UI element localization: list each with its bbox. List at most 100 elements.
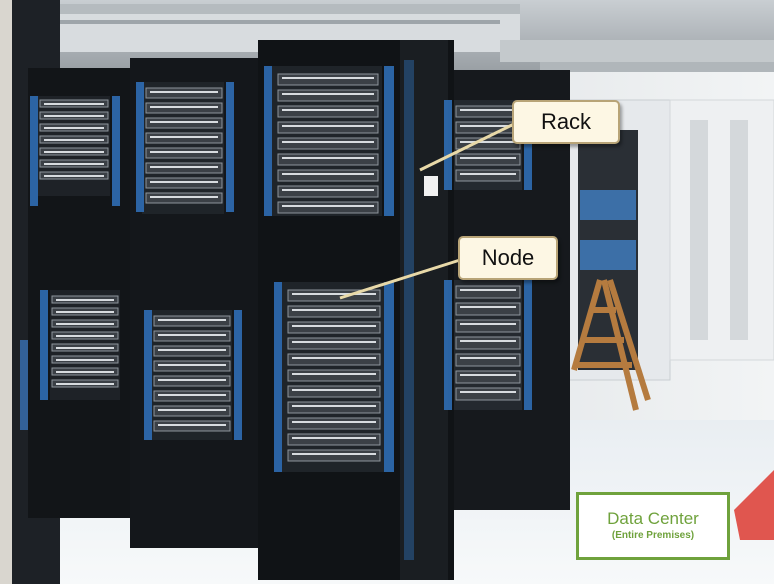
server-unit [277, 89, 379, 102]
server-unit-port-strip [292, 309, 376, 311]
server-unit [277, 137, 379, 150]
server-unit-port-strip [56, 311, 114, 313]
server-unit [455, 370, 521, 384]
node-label: Node [481, 245, 535, 270]
server-unit-port-strip [292, 389, 376, 391]
server-unit [277, 201, 379, 214]
rack-label: Rack [540, 109, 592, 134]
server-unit [287, 289, 381, 302]
rack-callout: Rack [512, 100, 620, 144]
server-unit [287, 305, 381, 318]
server-unit-port-strip [44, 163, 104, 165]
server-unit [287, 417, 381, 430]
server-unit [287, 353, 381, 366]
server-unit-port-strip [282, 125, 374, 127]
rack-tag [424, 176, 438, 196]
server-unit-port-strip [460, 323, 516, 325]
server-unit-port-strip [460, 141, 516, 143]
server-unit-port-strip [292, 325, 376, 327]
rack-leader-line [419, 122, 515, 172]
server-unit [455, 121, 521, 134]
server-unit [287, 369, 381, 382]
server-unit-port-strip [460, 125, 516, 127]
server-unit-port-strip [460, 306, 516, 308]
server-unit-port-strip [460, 391, 516, 393]
server-unit-port-strip [158, 364, 226, 366]
server-unit [277, 121, 379, 134]
server-unit [455, 285, 521, 299]
server-unit-port-strip [460, 340, 516, 342]
server-unit-port-strip [292, 373, 376, 375]
server-unit-port-strip [158, 424, 226, 426]
server-unit-port-strip [158, 349, 226, 351]
server-unit-port-strip [56, 347, 114, 349]
server-unit [455, 105, 521, 118]
server-unit-port-strip [150, 121, 218, 123]
server-unit-port-strip [460, 374, 516, 376]
server-unit-port-strip [282, 157, 374, 159]
server-unit-port-strip [150, 136, 218, 138]
server-unit-port-strip [150, 166, 218, 168]
server-unit-port-strip [150, 106, 218, 108]
server-unit-port-strip [150, 196, 218, 198]
step-ladder [571, 279, 651, 411]
server-unit-port-strip [44, 175, 104, 177]
server-unit-port-strip [460, 157, 516, 159]
node-leader-line [339, 258, 461, 300]
data-center-subtitle: (Entire Premises) [611, 530, 695, 541]
server-unit-port-strip [44, 103, 104, 105]
server-unit-port-strip [282, 205, 374, 207]
server-unit [455, 353, 521, 367]
server-unit-port-strip [158, 379, 226, 381]
server-unit-port-strip [292, 405, 376, 407]
server-unit [287, 433, 381, 446]
server-unit-port-strip [292, 357, 376, 359]
server-unit-port-strip [292, 341, 376, 343]
server-unit [455, 153, 521, 166]
server-unit [287, 321, 381, 334]
server-unit [455, 319, 521, 333]
server-unit [287, 449, 381, 462]
server-unit-port-strip [56, 299, 114, 301]
server-unit [455, 387, 521, 401]
server-unit [287, 385, 381, 398]
server-unit-port-strip [56, 383, 114, 385]
server-unit-port-strip [282, 173, 374, 175]
server-units [39, 73, 521, 462]
server-unit [287, 337, 381, 350]
server-unit [277, 185, 379, 198]
server-unit-port-strip [56, 371, 114, 373]
server-unit-port-strip [460, 357, 516, 359]
server-unit-port-strip [158, 319, 226, 321]
server-unit [287, 401, 381, 414]
data-center-box: Data Center (Entire Premises) [576, 492, 730, 560]
server-unit-port-strip [282, 189, 374, 191]
server-unit-port-strip [292, 293, 376, 295]
server-unit-port-strip [150, 151, 218, 153]
server-unit-port-strip [460, 173, 516, 175]
server-unit-port-strip [282, 93, 374, 95]
server-unit-port-strip [282, 77, 374, 79]
node-callout: Node [458, 236, 558, 280]
server-unit-port-strip [460, 109, 516, 111]
server-unit-port-strip [292, 453, 376, 455]
server-unit [277, 73, 379, 86]
blue-cables [30, 60, 532, 560]
server-unit-port-strip [44, 151, 104, 153]
server-unit-port-strip [282, 141, 374, 143]
server-unit-port-strip [44, 139, 104, 141]
server-unit-port-strip [150, 181, 218, 183]
server-unit-port-strip [44, 127, 104, 129]
server-unit [277, 153, 379, 166]
server-unit [455, 302, 521, 316]
rack-2 [130, 58, 260, 548]
server-unit-port-strip [56, 359, 114, 361]
server-unit [277, 105, 379, 118]
server-unit-port-strip [460, 289, 516, 291]
server-unit-port-strip [150, 91, 218, 93]
server-unit-port-strip [56, 323, 114, 325]
server-unit-port-strip [56, 335, 114, 337]
server-unit [455, 336, 521, 350]
